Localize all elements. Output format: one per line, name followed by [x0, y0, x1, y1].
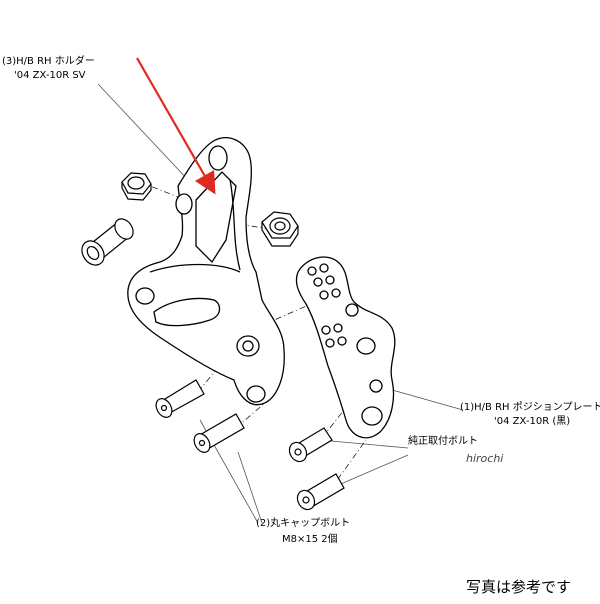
genuine-bolt-2 [296, 473, 345, 511]
collar-left [81, 218, 134, 266]
axis-nut-to-holder [139, 181, 207, 209]
leader-cap-bolt-2 [237, 451, 263, 524]
red-pointer-arrow [136, 57, 216, 195]
cap-bolt-1 [155, 379, 205, 418]
watermark-text: hirochi [466, 452, 504, 465]
leader-genuine-bolt-1 [319, 439, 409, 449]
label-plate-line1: (1)H/B RH ポジションプレート [460, 402, 600, 413]
reference-caption: 写真は参考です [466, 578, 572, 596]
label-plate-line2: '04 ZX-10R (黒) [494, 416, 571, 427]
axis-plate-bolt-2 [329, 439, 367, 491]
nut-right [261, 211, 299, 247]
genuine-bolt-1 [288, 427, 333, 463]
label-genuine-bolt: 純正取付ボルト [408, 436, 478, 447]
label-cap-bolt-line1: (2)丸キャップボルト [256, 518, 351, 529]
label-holder-line1: (3)H/B RH ホルダー [2, 56, 95, 67]
label-cap-bolt-line2: M8×15 2個 [282, 534, 338, 545]
nut-upper-left [121, 172, 152, 201]
position-plate [295, 256, 396, 439]
cap-bolt-2 [193, 413, 245, 453]
label-holder-line2: '04 ZX-10R SV [14, 70, 86, 81]
